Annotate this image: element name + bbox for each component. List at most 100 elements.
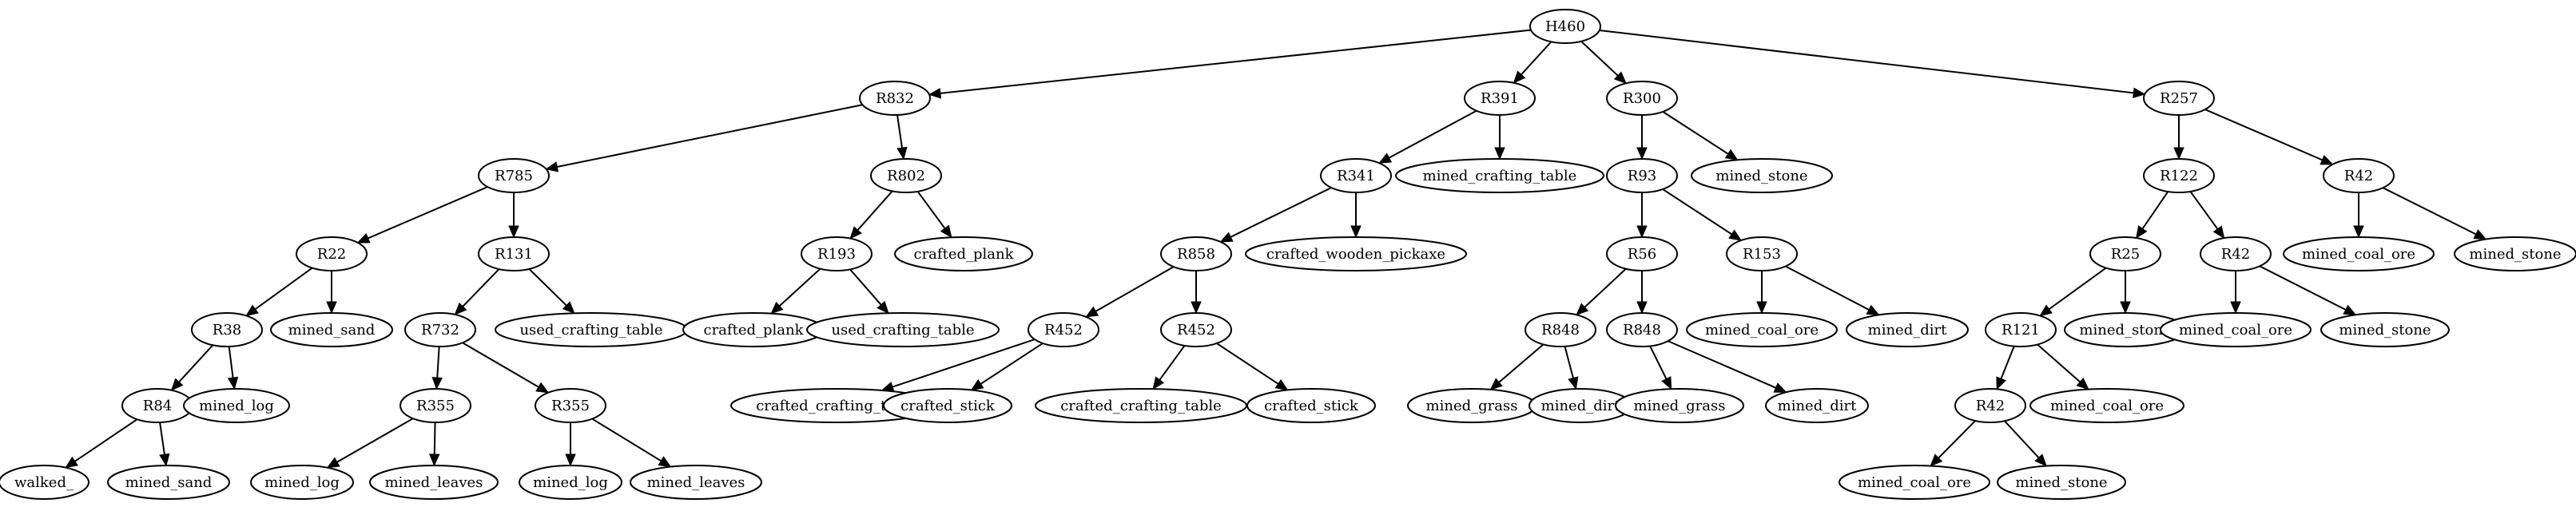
node-ellipse (1529, 9, 1601, 44)
tree-node: R42 (2323, 158, 2395, 193)
tree-edge (1636, 115, 1648, 160)
node-label: mined_dirt (1541, 398, 1620, 414)
node-label: R858 (1177, 246, 1215, 263)
tree-edge (2037, 343, 2089, 390)
arrowhead (1756, 301, 1767, 315)
edge-line (2037, 343, 2081, 383)
node-label: H460 (1545, 18, 1585, 35)
tree-node: mined_log (183, 388, 290, 423)
arrowhead (1489, 378, 1503, 390)
tree-node: R732 (404, 312, 476, 347)
tree-node: R131 (478, 236, 550, 271)
tree-edge (1152, 345, 1186, 390)
node-ellipse (535, 388, 606, 423)
node-ellipse (369, 465, 499, 500)
node-ellipse (2089, 236, 2161, 271)
edge-line (1584, 267, 1627, 308)
tree-node: mined_leaves (369, 465, 499, 500)
node-label: mined_log (264, 474, 340, 491)
tree-edge (1085, 266, 1175, 318)
edge-line (1216, 343, 1279, 385)
tree-edge (2204, 109, 2334, 165)
tree-edge (1576, 267, 1627, 316)
node-label: mined_coal_ore (2050, 398, 2164, 414)
tree-node: R848 (1606, 312, 1678, 347)
node-ellipse (1997, 465, 2126, 500)
tree-node: mined_crafting_table (1395, 158, 1604, 193)
node-label: R84 (143, 398, 172, 414)
tree-edge (528, 268, 575, 315)
edge-line (1662, 188, 1732, 236)
tree-node: mined_stone (2320, 312, 2450, 347)
edge-line (1521, 41, 1552, 76)
tree-node: R56 (1606, 236, 1678, 271)
tree-edge (1216, 343, 1289, 391)
arrowhead (170, 378, 184, 391)
arrowhead (2320, 154, 2334, 165)
tree-edge (1494, 115, 1505, 160)
tree-node: R42 (1954, 388, 2026, 423)
node-label: R42 (2221, 246, 2250, 263)
edge-line (2000, 346, 2015, 379)
node-ellipse (2029, 388, 2184, 423)
tree-edge (2382, 187, 2487, 240)
arrowhead (545, 161, 559, 172)
tree-node: mined_dirt (1765, 388, 1869, 423)
node-label: mined_grass (1426, 398, 1518, 414)
tree-node: R25 (2089, 236, 2161, 271)
node-ellipse (478, 158, 550, 193)
node-ellipse (806, 312, 1000, 347)
tree-node: R802 (870, 158, 942, 193)
arrowhead (245, 304, 259, 317)
tree-edge (1378, 109, 1477, 164)
edge-line (2259, 265, 2347, 311)
tree-node: R93 (1606, 158, 1678, 193)
tree-edge (545, 104, 863, 172)
tree-node: crafted_crafting_table (730, 388, 943, 423)
arrowhead (2343, 304, 2357, 315)
tree-node: mined_leaves (630, 465, 762, 500)
tree-node: mined_log (250, 465, 354, 500)
arrowhead (428, 454, 440, 467)
arrowhead (454, 302, 467, 315)
tree-edge (1599, 30, 2146, 99)
arrowhead (1724, 149, 1739, 160)
node-label: R341 (1337, 168, 1375, 184)
node-label: R153 (1743, 246, 1781, 263)
tree-edge (896, 114, 908, 160)
arrowhead (1350, 225, 1362, 239)
tree-node: walked_ (0, 465, 89, 500)
tree-node: R832 (859, 81, 931, 116)
tree-edge (849, 190, 893, 240)
node-ellipse (250, 465, 354, 500)
node-label: R93 (1628, 168, 1656, 184)
arrowhead (928, 88, 942, 99)
node-ellipse (859, 81, 931, 116)
node-label: R121 (2002, 322, 2040, 339)
node-ellipse (404, 312, 476, 347)
tree-node: R452 (1160, 312, 1232, 347)
tree-node: mined_coal_ore (2160, 312, 2312, 347)
arrowhead (2076, 377, 2089, 390)
node-ellipse (1160, 236, 1232, 271)
tree-edge (1580, 40, 1627, 85)
node-label: crafted_plank (704, 322, 805, 339)
tree-node: mined_sand (107, 465, 230, 500)
tree-node: mined_grass (1407, 388, 1536, 423)
tree-edge (227, 346, 239, 390)
tree-edge (1219, 187, 1332, 243)
edge-line (940, 29, 1532, 94)
node-ellipse (2323, 158, 2395, 193)
arrowhead (770, 301, 784, 315)
node-label: mined_grass (1634, 398, 1726, 414)
tree-node: mined_coal_ore (1839, 465, 1990, 500)
node-label: R848 (1623, 322, 1661, 339)
tree-node: crafted_plank (894, 236, 1033, 271)
tree-node: mined_stone (1997, 465, 2126, 500)
node-label: R42 (1976, 398, 2005, 414)
edge-line (591, 418, 662, 462)
edge-line (178, 344, 214, 383)
node-label: R355 (416, 398, 455, 414)
edge-line (228, 346, 234, 378)
arrowhead (1728, 229, 1743, 241)
